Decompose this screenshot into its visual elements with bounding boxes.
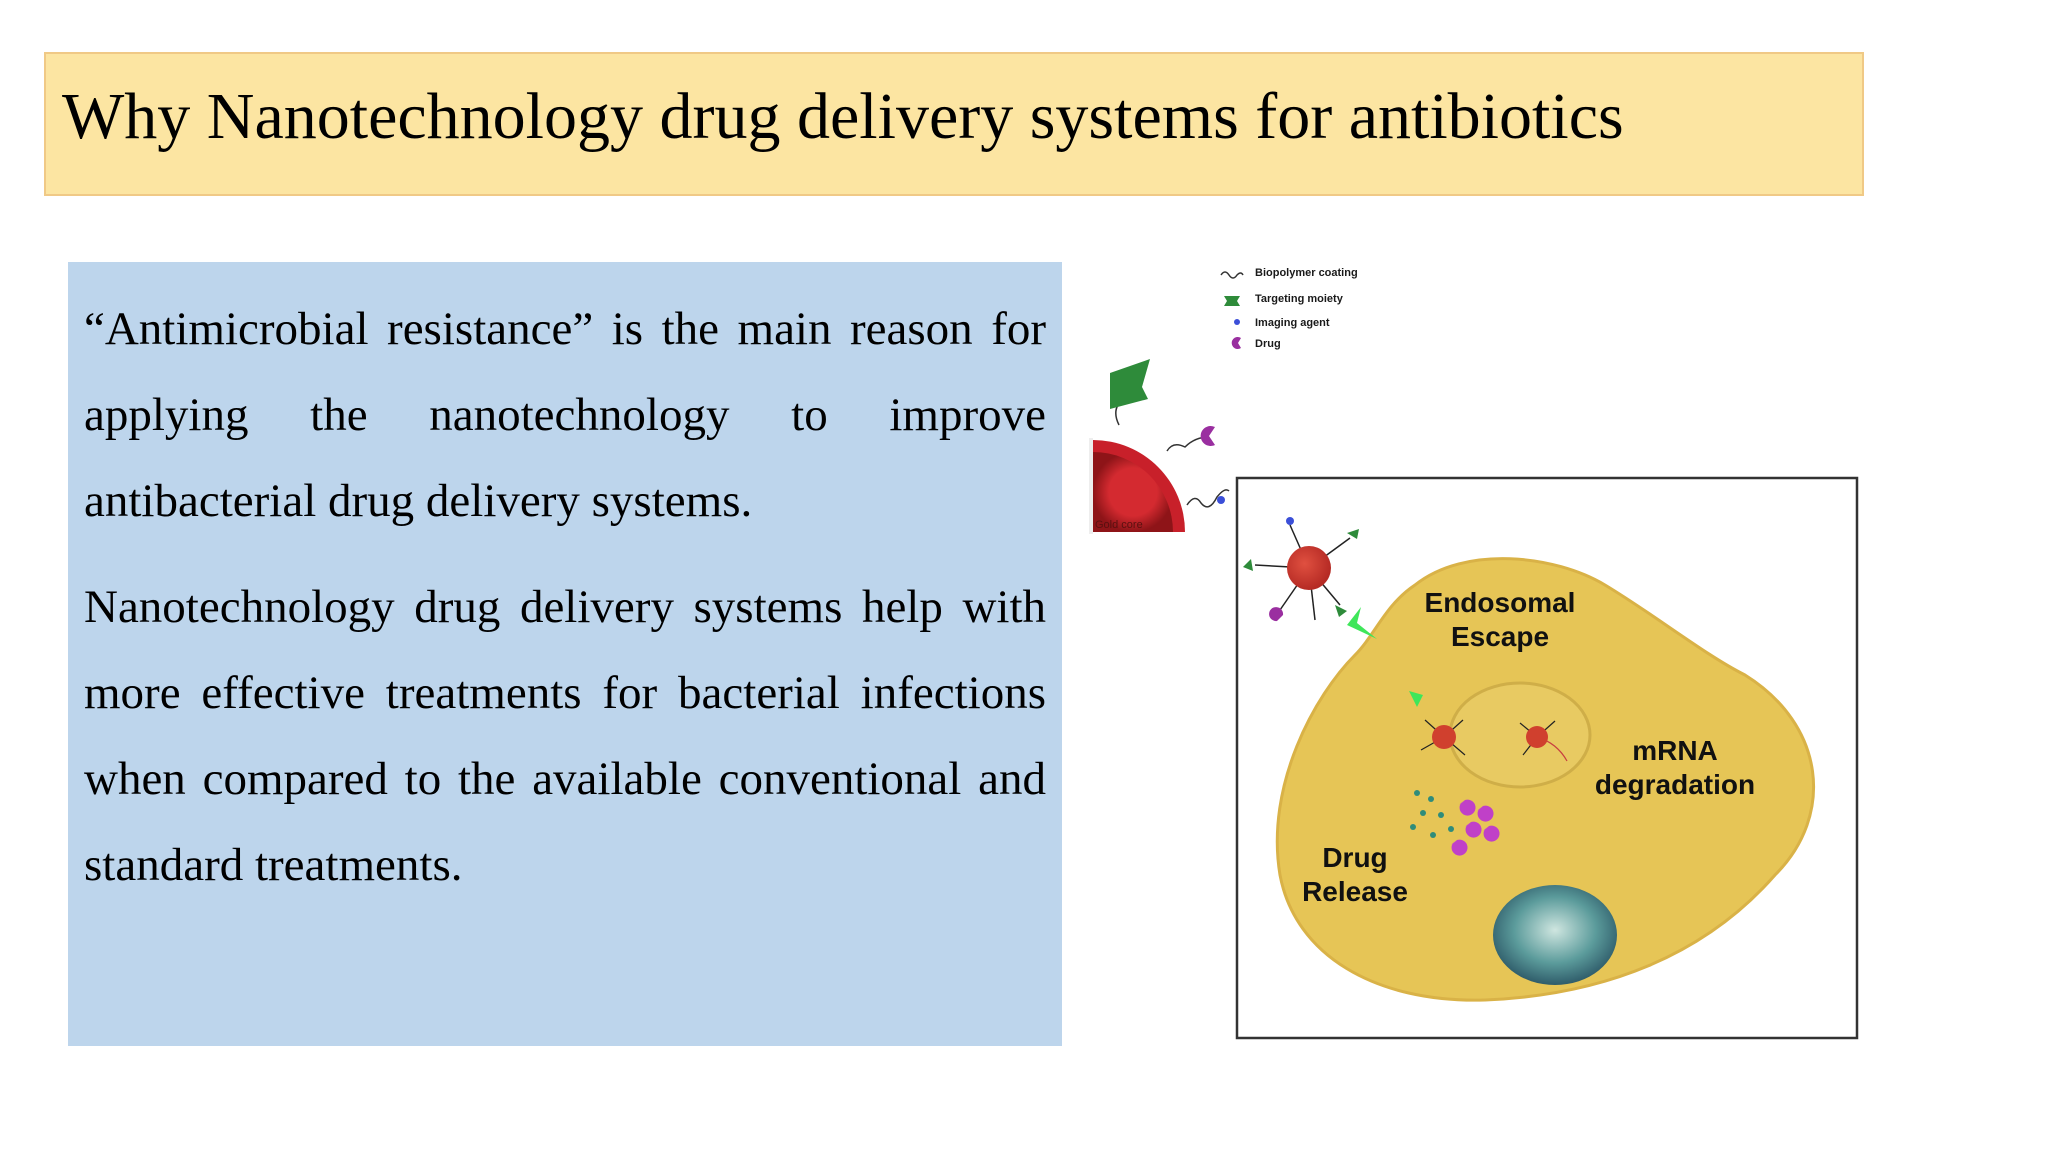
mrna-label-line2: degradation <box>1595 769 1755 800</box>
drug-release-particles <box>1410 790 1500 856</box>
nanoparticle-figure: Biopolymer coating Targeting moiety Imag… <box>1085 255 1875 1045</box>
biopolymer-coating-icon <box>1220 271 1244 279</box>
title-bar: Why Nanotechnology drug delivery systems… <box>44 52 1864 196</box>
cell-panel: Endosomal Escape mRNA degradation Drug R… <box>1235 476 1859 1040</box>
drug-icon <box>1231 337 1241 349</box>
cytosol-nanoparticle <box>1519 720 1568 762</box>
legend-label-drug: Drug <box>1255 338 1281 350</box>
gold-core-label: Gold core <box>1095 519 1143 531</box>
targeting-moiety-shape <box>1110 359 1150 409</box>
endosomal-label-line2: Escape <box>1451 621 1549 652</box>
paragraph-1: “Antimicrobial resistance” is the main r… <box>84 303 1046 527</box>
nucleus <box>1493 885 1617 985</box>
legend-label-imaging: Imaging agent <box>1255 317 1330 329</box>
endosomal-label-line1: Endosomal <box>1425 587 1576 618</box>
legend: Biopolymer coating Targeting moiety Imag… <box>1220 267 1358 350</box>
imaging-agent-icon <box>1234 319 1240 325</box>
mrna-label-line1: mRNA <box>1632 735 1718 766</box>
imaging-agent-shape <box>1217 496 1225 504</box>
legend-label-biopolymer: Biopolymer coating <box>1255 267 1358 279</box>
drug-release-label-line1: Drug <box>1322 842 1387 873</box>
endosome-nanoparticle <box>1409 691 1466 756</box>
gold-core-particle: Gold core <box>1089 359 1230 534</box>
drug-release-label-line2: Release <box>1302 876 1408 907</box>
endosome <box>1448 681 1592 789</box>
paragraph-2: Nanotechnology drug delivery systems hel… <box>84 581 1046 891</box>
nanoparticle-diagram: Biopolymer coating Targeting moiety Imag… <box>1089 267 1859 1040</box>
slide-title: Why Nanotechnology drug delivery systems… <box>62 80 1624 153</box>
drug-shape <box>1200 426 1215 446</box>
external-nanoparticle <box>1243 517 1377 639</box>
targeting-moiety-icon <box>1224 296 1240 306</box>
legend-label-targeting: Targeting moiety <box>1255 293 1344 305</box>
content-text-box: “Antimicrobial resistance” is the main r… <box>68 262 1062 1046</box>
